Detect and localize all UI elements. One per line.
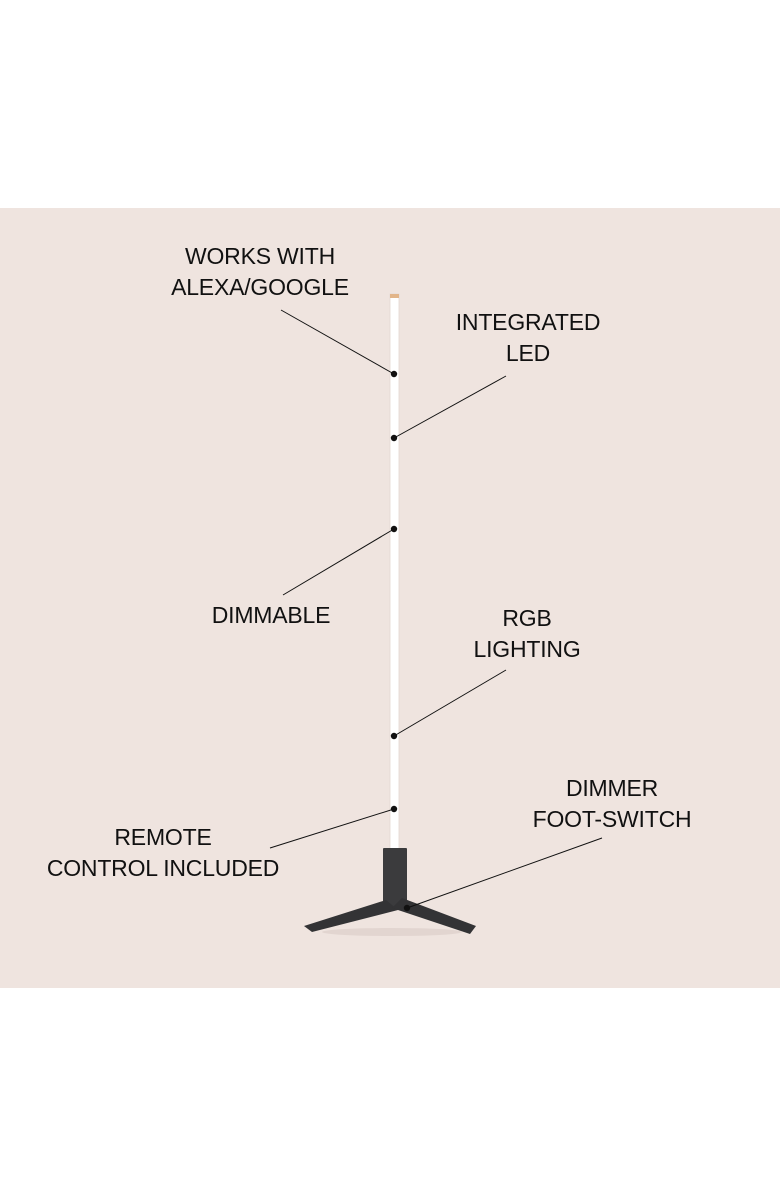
lamp-leg-right	[392, 898, 476, 934]
callout-alexa: WORKS WITH ALEXA/GOOGLE	[155, 241, 365, 303]
callout-alexa-line1: WORKS WITH	[184, 243, 336, 269]
dot-led	[390, 434, 398, 442]
dot-footswitch	[403, 904, 411, 912]
lamp-collar	[383, 848, 407, 910]
leader-rgb	[393, 669, 507, 737]
leader-alexa	[280, 309, 395, 375]
callout-remote: REMOTE CONTROL INCLUDED	[28, 822, 298, 884]
callout-alexa-line2: ALEXA/GOOGLE	[171, 274, 349, 300]
callout-rgb-line1: RGB	[502, 605, 552, 631]
callout-led: INTEGRATED LED	[432, 307, 624, 369]
lamp-tube	[389, 293, 400, 855]
callout-dimmable: DIMMABLE	[186, 600, 356, 631]
callout-rgb: RGB LIGHTING	[452, 603, 602, 665]
lamp-leg-left	[304, 900, 398, 932]
callout-remote-line1: REMOTE	[114, 824, 212, 850]
callout-dimmable-line1: DIMMABLE	[211, 602, 331, 628]
dot-alexa	[390, 370, 398, 378]
leader-footswitch	[406, 837, 603, 909]
lamp-shadow	[322, 928, 462, 936]
dot-remote	[390, 805, 398, 813]
leader-dimmable	[282, 528, 395, 596]
floor-lamp-illustration	[269, 293, 603, 936]
callout-led-line1: INTEGRATED	[455, 309, 601, 335]
leader-led	[393, 375, 507, 439]
callout-footswitch-line1: DIMMER	[565, 775, 659, 801]
callout-footswitch-line2: FOOT-SWITCH	[532, 806, 692, 832]
feature-panel: WORKS WITH ALEXA/GOOGLE INTEGRATED LED D…	[0, 208, 780, 988]
lamp-tube-cap	[390, 294, 399, 298]
callout-rgb-line2: LIGHTING	[473, 636, 581, 662]
dot-dimmable	[390, 525, 398, 533]
dot-rgb	[390, 732, 398, 740]
callout-footswitch: DIMMER FOOT-SWITCH	[512, 773, 712, 835]
callout-remote-line2: CONTROL INCLUDED	[46, 855, 280, 881]
leader-remote	[269, 808, 395, 849]
callout-led-line2: LED	[505, 340, 551, 366]
